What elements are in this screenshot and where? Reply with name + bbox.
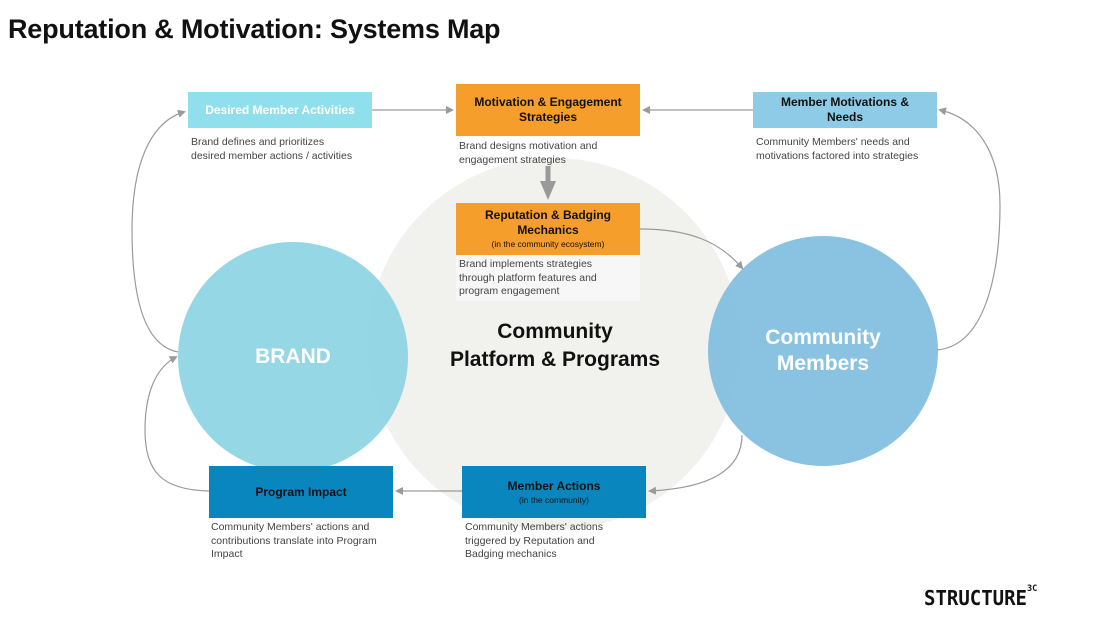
desc-line: Brand defines and prioritizes (191, 136, 325, 148)
desired-activities-label: Desired Member Activities (205, 102, 355, 117)
desc-line: Brand designs motivation and (459, 140, 598, 152)
members-label-line1: Community (765, 326, 881, 349)
reputation-label-line2: Mechanics (517, 223, 579, 237)
motivation-strategies-box: Motivation & Engagement Strategies (456, 84, 640, 136)
desc-line: motivations factored into strategies (756, 149, 919, 162)
reputation-mechanics-box: Reputation & Badging Mechanics (in the c… (456, 203, 640, 255)
arrow-brand-to-desired (131, 109, 186, 353)
logo-text: STRUCTURE (924, 586, 1027, 610)
desc-line: Community Members' actions and (211, 521, 370, 533)
desc-line: triggered by Reputation and (465, 534, 595, 547)
platform-label: Community Platform & Programs (430, 318, 680, 374)
program-impact-box: Program Impact (209, 466, 393, 518)
program-impact-desc: Community Members' actions and contribut… (211, 521, 411, 562)
arrow-members-to-needs (936, 107, 1001, 351)
reputation-desc-background (456, 255, 640, 301)
member-actions-box: Member Actions (in the community) (462, 466, 646, 518)
page-title: Reputation & Motivation: Systems Map (8, 14, 501, 44)
needs-label-line1: Member Motivations & (780, 95, 909, 109)
needs-label-line2: Needs (826, 110, 864, 124)
motivation-label-line2: Strategies (518, 110, 578, 124)
members-label-line2: Members (776, 352, 870, 375)
desired-activities-box: Desired Member Activities (188, 92, 372, 128)
impact-label: Program Impact (255, 484, 347, 499)
desc-line: Community Members' needs and (756, 136, 910, 148)
actions-label: Member Actions (507, 478, 601, 493)
platform-label-line2: Platform & Programs (449, 348, 661, 371)
desc-line: desired member actions / activities (191, 149, 353, 162)
brand-label: BRAND (255, 345, 331, 368)
reputation-mechanics-desc: Brand implements strategies through plat… (459, 258, 639, 299)
desc-line: contributions translate into Program (211, 534, 377, 547)
member-actions-desc: Community Members' actions triggered by … (465, 521, 665, 562)
desired-activities-desc: Brand defines and prioritizes desired me… (191, 136, 391, 163)
desc-line: program engagement (459, 285, 560, 297)
desc-line: Brand implements strategies (459, 258, 593, 270)
member-needs-box: Member Motivations & Needs (753, 92, 937, 128)
platform-label-line1: Community (497, 320, 613, 343)
arrow-members-to-actions (648, 434, 743, 495)
desc-line: Impact (211, 548, 243, 560)
arrow-impact-to-brand (144, 356, 210, 492)
motivation-label-line1: Motivation & Engagement (474, 95, 622, 109)
desc-line: Badging mechanics (465, 548, 557, 560)
motivation-strategies-desc: Brand designs motivation and engagement … (459, 140, 659, 167)
member-needs-desc: Community Members' needs and motivations… (756, 136, 956, 163)
desc-line: through platform features and (459, 271, 597, 284)
reputation-label-line1: Reputation & Badging (485, 208, 611, 222)
logo-superscript: 3C (1026, 584, 1038, 594)
structure3c-logo: STRUCTURE3C (924, 584, 1038, 610)
actions-sublabel: (in the community) (519, 494, 589, 505)
brand-circle: BRAND (178, 242, 408, 472)
reputation-sublabel: (in the community ecosystem) (491, 239, 605, 249)
desc-line: Community Members' actions (465, 521, 603, 533)
members-circle: Community Members (708, 236, 938, 466)
arrow-motivation-to-reputation-head (540, 181, 556, 200)
arrow-reputation-to-members (639, 228, 744, 270)
desc-line: engagement strategies (459, 153, 566, 166)
